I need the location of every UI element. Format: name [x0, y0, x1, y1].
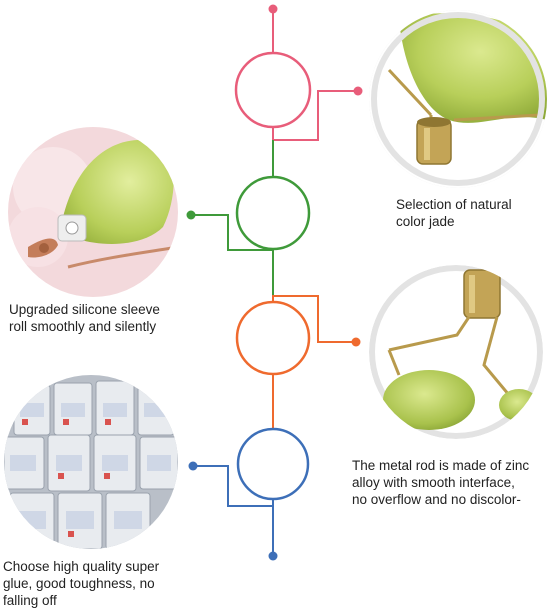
orange-ring: [235, 300, 311, 376]
blue-bottom-dot: [268, 551, 278, 561]
pink-top-dot: [268, 4, 278, 14]
jade-roller-closeup-photo: [369, 10, 547, 188]
caption-silicone-sleeve: Upgraded silicone sleeve roll smoothly a…: [9, 302, 160, 334]
caption-super-glue: Choose high quality super glue, good tou…: [3, 559, 160, 608]
blue-end-dot: [188, 461, 198, 471]
pink-connector: [272, 90, 358, 141]
pink-end-dot: [353, 86, 363, 96]
green-end-dot: [186, 210, 196, 220]
metal-rod-frame-icon: [369, 265, 543, 439]
silicone-sleeve-photo: [8, 127, 178, 297]
orange-end-dot: [351, 337, 361, 347]
caption-natural-jade: Selection of natural color jade: [396, 197, 512, 229]
jade-roller-closeup-icon: [369, 10, 547, 188]
pink-ring: [234, 51, 312, 129]
orange-connector: [272, 295, 356, 343]
blue-ring: [236, 427, 310, 501]
silicone-sleeve-icon: [8, 127, 178, 297]
green-connector: [191, 214, 273, 251]
glue-buckets-photo: [4, 375, 178, 549]
blue-connector: [193, 465, 273, 507]
glue-buckets-icon: [4, 375, 178, 549]
green-ring: [235, 175, 311, 251]
caption-metal-rod: The metal rod is made of zinc alloy with…: [352, 458, 530, 507]
metal-rod-frame-photo: [369, 265, 543, 439]
